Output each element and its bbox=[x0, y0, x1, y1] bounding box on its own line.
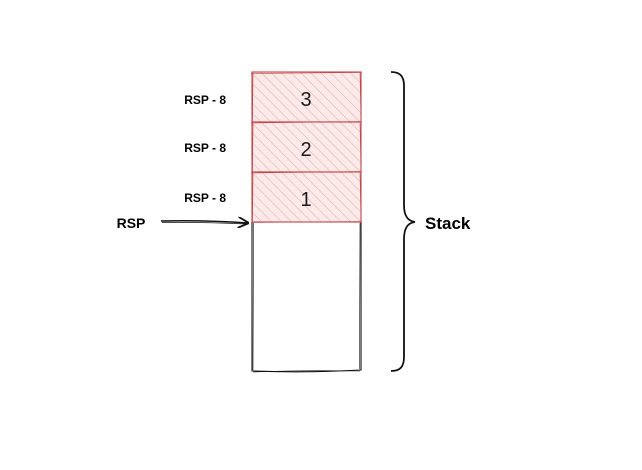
stack-cell-3-sketch bbox=[250, 71, 363, 123]
curly-brace-icon bbox=[390, 71, 416, 372]
arrow-right-icon bbox=[160, 221, 248, 223]
stack-cell-2: 2 bbox=[250, 121, 363, 173]
stack-cell-3: 3 bbox=[250, 71, 363, 123]
stack-cell-2-value: 2 bbox=[300, 139, 311, 161]
stack-cell-2-sketch bbox=[250, 121, 363, 173]
stack-cell-3-value: 3 bbox=[300, 89, 311, 111]
stack-cell-3-box bbox=[251, 71, 362, 123]
stack-empty-area-sketch bbox=[252, 222, 361, 373]
stack-cell-2-box bbox=[251, 121, 362, 173]
stack-cell-1-sketch bbox=[250, 171, 363, 223]
offset-label-cell-2: RSP - 8 bbox=[184, 141, 226, 155]
stack-cell-1-value: 1 bbox=[300, 189, 311, 211]
offset-label-cell-3: RSP - 8 bbox=[184, 93, 226, 107]
stack-cell-1: 1 bbox=[250, 171, 363, 223]
stack-label: Stack bbox=[425, 214, 471, 233]
offset-label-cell-1: RSP - 8 bbox=[184, 191, 226, 205]
arrow-right-icon-sketch bbox=[161, 222, 247, 225]
rsp-pointer-label: RSP bbox=[117, 215, 146, 231]
stack-empty-area bbox=[251, 222, 362, 373]
